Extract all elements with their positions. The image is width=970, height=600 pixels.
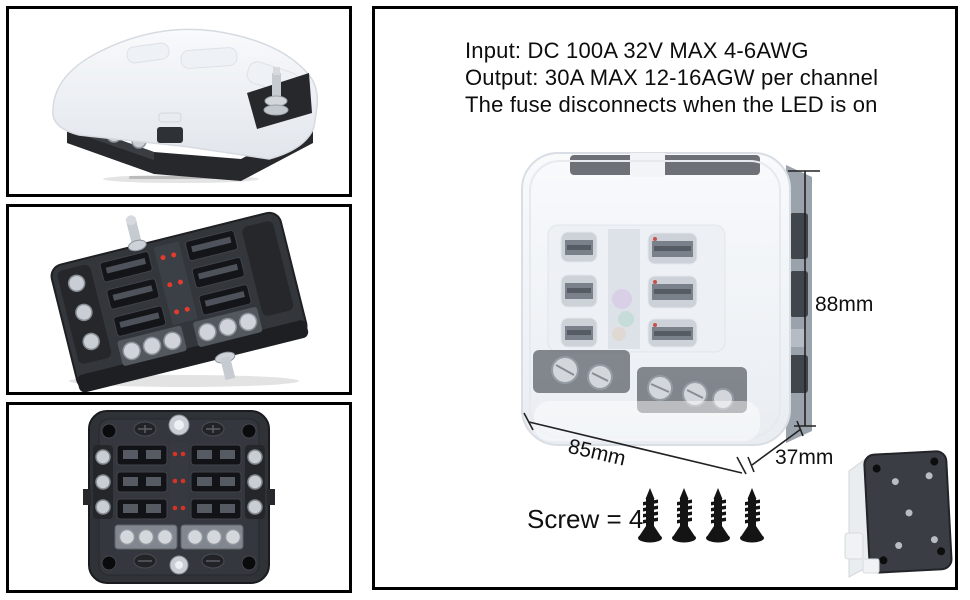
spec-line-led: The fuse disconnects when the LED is on	[465, 92, 878, 117]
spec-line-input: Input: DC 100A 32V MAX 4-6AWG	[465, 38, 809, 63]
power-stud	[263, 67, 289, 116]
led-hints	[653, 237, 657, 327]
led-indicators	[172, 451, 186, 511]
busbar-screws	[122, 312, 258, 361]
gallery-photo-open-top	[6, 402, 352, 593]
side-terminal-screws	[95, 449, 263, 515]
top-stud	[125, 215, 147, 252]
screw-icon	[672, 488, 696, 543]
screw-icon	[740, 488, 764, 543]
mounting-holes	[101, 423, 257, 571]
gallery-photo-covered-angle	[6, 6, 352, 197]
main-product-photo	[521, 152, 812, 446]
screw-icons	[637, 487, 765, 549]
screw-count-label: Screw = 4	[527, 504, 644, 534]
frosted-cover	[52, 28, 319, 160]
spec-text-block: Input: DC 100A 32V MAX 4-6AWG Output: 30…	[465, 37, 878, 118]
back-screws	[891, 472, 938, 549]
top-stud	[168, 414, 190, 436]
spec-line-output: Output: 30A MAX 12-16AGW per channel	[465, 65, 879, 90]
spec-panel: Input: DC 100A 32V MAX 4-6AWG Output: 30…	[372, 6, 958, 590]
dimension-depth-label: 37mm	[775, 446, 834, 469]
screw-icon	[706, 488, 730, 543]
base-black	[67, 121, 313, 181]
fuse-box-open-illustration	[50, 211, 309, 392]
fuse-box-covered-illustration	[52, 28, 319, 183]
back-holes	[872, 457, 946, 565]
fuse-box-top-illustration	[83, 410, 275, 584]
side-terminal-screws	[67, 274, 100, 351]
back-view-photo	[844, 450, 953, 578]
busbar-screws	[118, 528, 242, 546]
bottom-stud	[169, 555, 189, 575]
dimension-height-label: 88mm	[815, 293, 874, 316]
led-indicators	[160, 252, 190, 315]
cover-latch	[157, 127, 183, 143]
screw-icon	[638, 488, 662, 543]
gallery-photo-open-angle	[6, 204, 352, 395]
bottom-stud	[214, 351, 236, 381]
